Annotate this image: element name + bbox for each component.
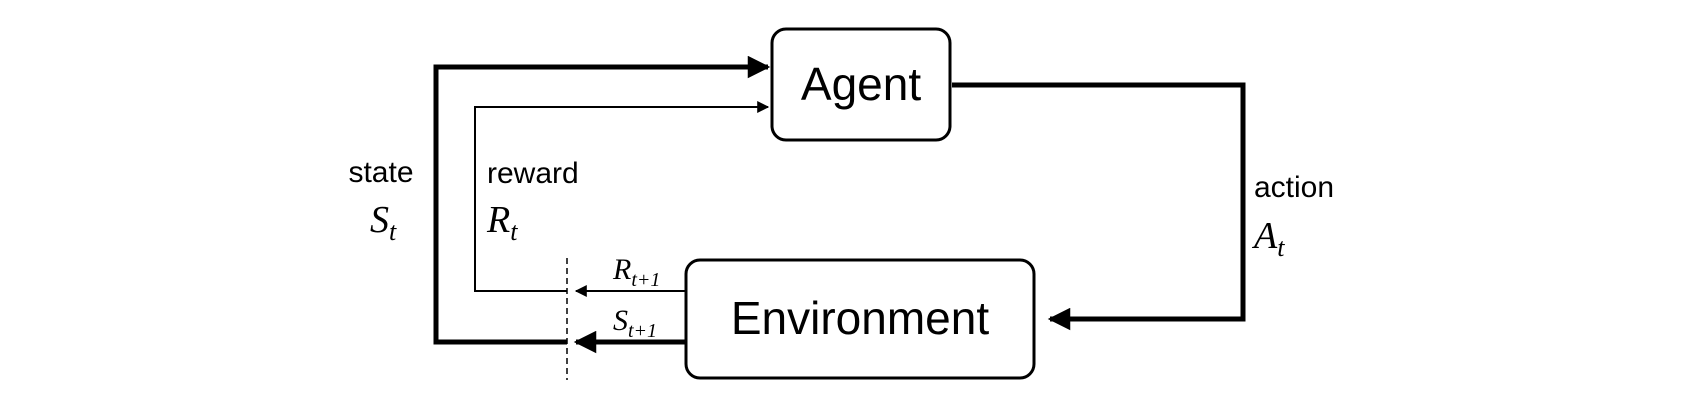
action-word: action [1254, 171, 1334, 204]
state-loop-arrow [433, 55, 771, 345]
reward-word: reward [487, 157, 579, 190]
state-word: state [348, 156, 413, 189]
next-reward-symbol: Rt+1 [612, 253, 660, 291]
environment-box: Environment [684, 258, 1036, 380]
next-state-symbol: St+1 [613, 304, 657, 342]
agent-box: Agent [770, 27, 952, 142]
action-symbol: At [1251, 215, 1285, 262]
action-arrow [952, 82, 1246, 331]
reward-loop-arrow [474, 101, 770, 292]
agent-label: Agent [801, 58, 921, 110]
state-symbol: St [370, 199, 397, 246]
reward-symbol: Rt [486, 199, 518, 246]
environment-label: Environment [731, 292, 989, 344]
